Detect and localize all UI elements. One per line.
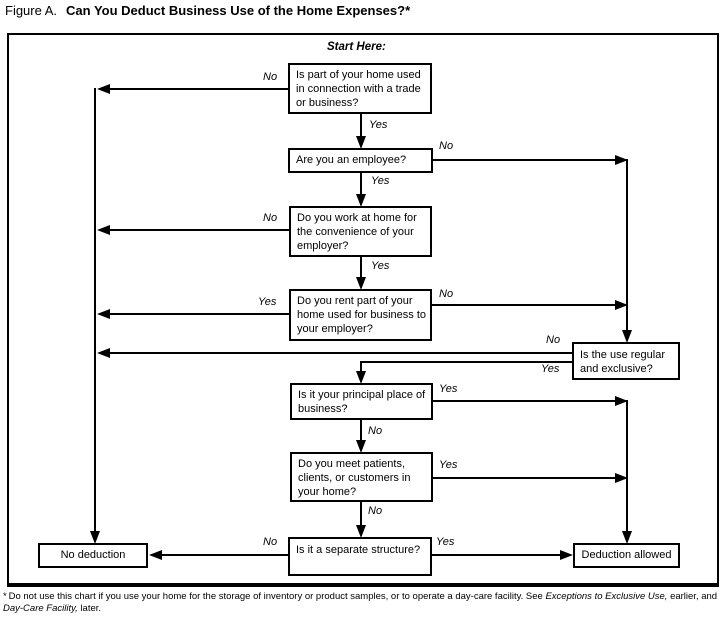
question-box-regular-exclusive: Is the use regular and exclusive?	[572, 342, 680, 380]
arrowhead-right-icon	[560, 550, 573, 560]
edge-label-q7-yes: Yes	[436, 536, 455, 548]
connector-line-q5-q6	[360, 419, 362, 441]
arrowhead-down-icon	[622, 531, 632, 544]
edge-label-q7-no: No	[263, 536, 278, 548]
connector-line-q2-no	[433, 159, 616, 161]
figure-heading: Can You Deduct Business Use of the Home …	[66, 3, 411, 18]
connector-line-q7-no	[158, 554, 288, 556]
question-box-principal-place: Is it your principal place of business?	[290, 383, 433, 420]
terminal-box-deduction-allowed: Deduction allowed	[573, 543, 680, 568]
connector-line-right-collector-a	[626, 159, 628, 331]
connector-line-re-yes-h	[361, 361, 572, 363]
arrowhead-right-icon	[615, 300, 628, 310]
connector-line-re-no	[106, 352, 572, 354]
connector-line-q4-yes	[106, 313, 289, 315]
edge-label-q4-yes: Yes	[258, 296, 277, 308]
question-box-rent-to-employer: Do you rent part of your home used for b…	[289, 289, 432, 341]
arrowhead-down-icon	[622, 330, 632, 343]
connector-line-q1-no	[106, 88, 288, 90]
arrowhead-down-icon	[356, 194, 366, 207]
figure-title: Figure A. Can You Deduct Business Use of …	[5, 3, 410, 18]
footnote-italic-daycare: Day-Care Facility,	[3, 602, 78, 614]
connector-line-q1-q2	[360, 114, 362, 137]
edge-label-q1-no: No	[263, 71, 278, 83]
arrowhead-right-icon	[615, 155, 628, 165]
arrowhead-down-icon	[356, 371, 366, 384]
edge-label-q3-no: No	[263, 212, 278, 224]
question-box-separate-structure: Is it a separate structure?	[288, 537, 432, 576]
connector-line-q6-yes	[433, 477, 616, 479]
footnote-text-1: * Do not use this chart if you use your …	[3, 591, 546, 602]
edge-label-q5-yes: Yes	[439, 383, 458, 395]
start-here-label: Start Here:	[327, 41, 386, 53]
footnote-italic-exceptions: Exceptions to Exclusive Use,	[545, 591, 668, 602]
edge-label-q4-no: No	[439, 288, 454, 300]
figure-label: Figure A.	[5, 3, 58, 18]
edge-label-q2-no: No	[439, 140, 454, 152]
edge-label-q6-yes: Yes	[439, 459, 458, 471]
connector-line-q7-yes	[432, 554, 561, 556]
connector-line-q3-q4	[360, 257, 362, 278]
edge-label-q1-yes: Yes	[369, 119, 388, 131]
arrowhead-right-icon	[615, 396, 628, 406]
connector-line-q5-yes	[433, 400, 616, 402]
connector-line-left-collector	[94, 88, 96, 531]
arrowhead-left-icon	[97, 225, 110, 235]
arrowhead-left-icon	[149, 550, 162, 560]
question-box-employee: Are you an employee?	[288, 148, 433, 173]
edge-label-re-yes: Yes	[541, 363, 560, 375]
terminal-box-no-deduction: No deduction	[38, 543, 148, 568]
question-box-meet-patients: Do you meet patients, clients, or custom…	[290, 452, 433, 502]
question-box-trade-or-business: Is part of your home used in connection …	[288, 63, 432, 114]
edge-label-q3-yes: Yes	[371, 260, 390, 272]
arrowhead-left-icon	[97, 309, 110, 319]
arrowhead-down-icon	[356, 440, 366, 453]
connector-line-q4-no	[432, 304, 616, 306]
arrowhead-down-icon	[356, 136, 366, 149]
footnote-text-3: later.	[77, 602, 102, 614]
edge-label-q5-no: No	[368, 425, 383, 437]
connector-line-q3-no	[106, 229, 289, 231]
connector-line-re-yes-v	[360, 361, 362, 372]
arrowhead-down-icon	[356, 277, 366, 290]
question-box-convenience-of-employer: Do you work at home for the convenience …	[289, 206, 432, 257]
edge-label-q6-no: No	[368, 505, 383, 517]
arrowhead-down-icon	[90, 531, 100, 544]
arrowhead-left-icon	[97, 348, 110, 358]
arrowhead-right-icon	[615, 473, 628, 483]
connector-line-right-collector-b	[626, 400, 628, 532]
edge-label-q2-yes: Yes	[371, 175, 390, 187]
edge-label-re-no: No	[546, 334, 561, 346]
arrowhead-down-icon	[356, 525, 366, 538]
footnote: * Do not use this chart if you use your …	[3, 591, 723, 614]
arrowhead-left-icon	[97, 84, 110, 94]
connector-line-q2-q3	[360, 173, 362, 195]
footnote-text-2: earlier, and	[667, 591, 718, 602]
connector-line-q6-q7	[360, 502, 362, 526]
